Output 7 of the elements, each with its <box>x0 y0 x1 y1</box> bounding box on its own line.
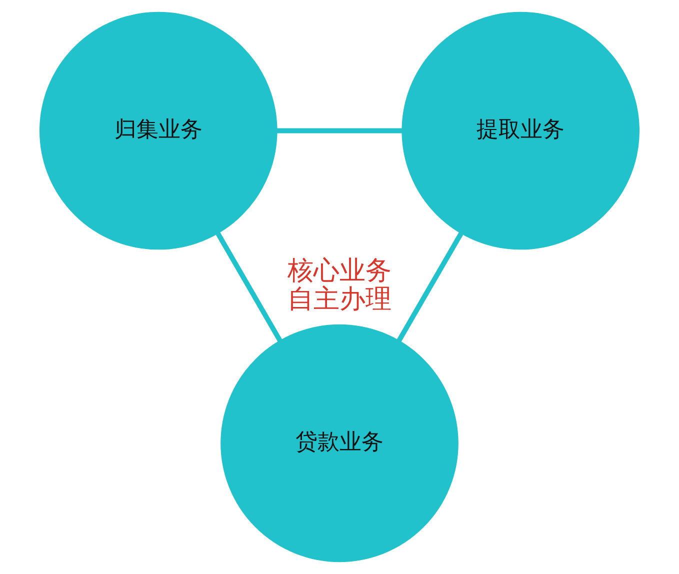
connector <box>396 232 464 342</box>
label: 核心业务自主办理 <box>288 256 392 315</box>
node-circle: 提取业务 <box>402 12 640 250</box>
node-circle: 贷款业务 <box>220 324 458 562</box>
connector <box>216 232 282 342</box>
connector <box>276 128 402 134</box>
node-circle: 归集业务 <box>39 12 278 250</box>
